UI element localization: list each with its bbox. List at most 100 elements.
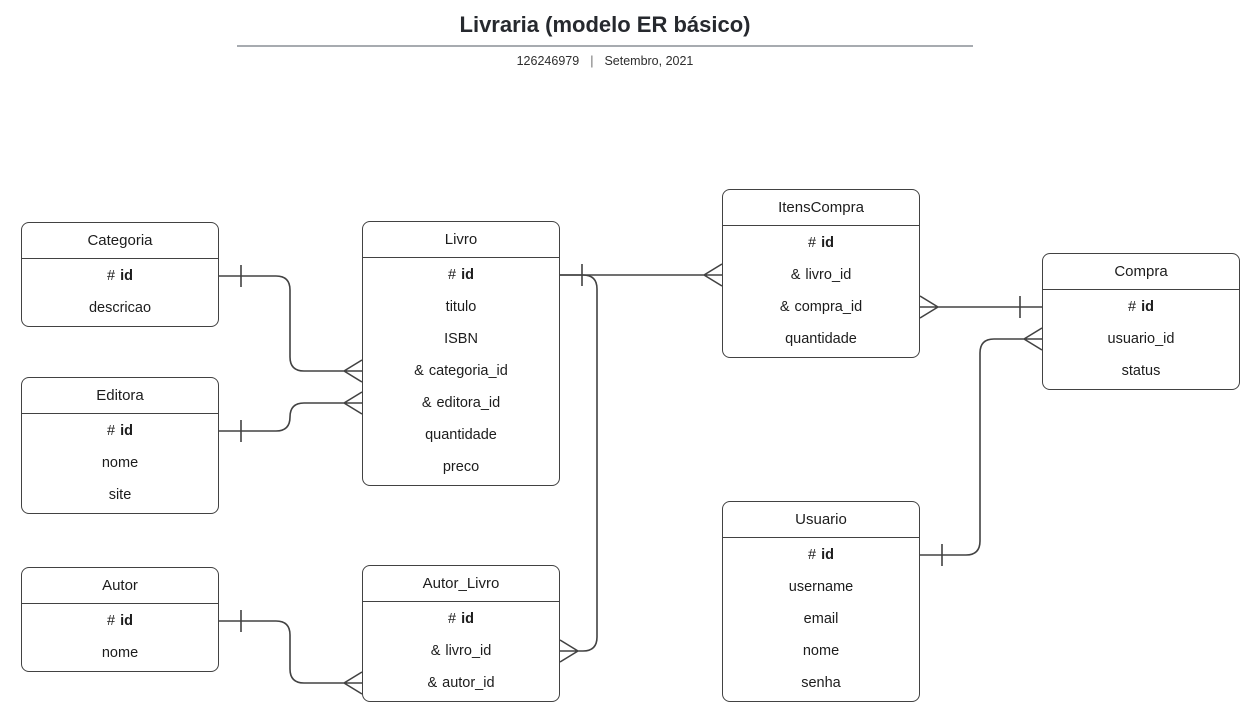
field-name: categoria_id: [428, 363, 508, 379]
relationship-editora-livro: [219, 391, 363, 442]
field-nome: nome: [723, 635, 919, 667]
primary-key-icon: #: [448, 611, 457, 627]
field-senha: senha: [723, 667, 919, 699]
field-name: id: [461, 267, 474, 283]
relationship-itenscompra-compra: [919, 295, 1042, 319]
field-name: id: [120, 423, 133, 439]
foreign-key-icon: &: [421, 395, 432, 411]
field-quantidade: quantidade: [723, 323, 919, 355]
field-livro_id: &livro_id: [723, 259, 919, 291]
primary-key-icon: #: [448, 267, 457, 283]
field-name: ISBN: [444, 331, 478, 347]
primary-key-icon: #: [1128, 299, 1137, 315]
field-name: usuario_id: [1107, 331, 1175, 347]
field-name: livro_id: [805, 267, 852, 283]
foreign-key-icon: &: [790, 267, 801, 283]
subtitle-separator: |: [590, 54, 594, 68]
field-descricao: descricao: [22, 292, 218, 324]
field-quantidade: quantidade: [363, 419, 559, 451]
document-header: Livraria (modelo ER básico) 126246979|Se…: [237, 12, 973, 68]
field-id: #id: [363, 259, 559, 291]
primary-key-icon: #: [808, 235, 817, 251]
field-name: titulo: [445, 299, 477, 315]
field-compra_id: &compra_id: [723, 291, 919, 323]
field-name: compra_id: [794, 299, 863, 315]
field-id: #id: [22, 415, 218, 447]
field-titulo: titulo: [363, 291, 559, 323]
entity-title: Autor_Livro: [363, 566, 559, 602]
entity-fields: #id&livro_id&autor_id: [363, 602, 559, 701]
field-id: #id: [723, 227, 919, 259]
field-livro_id: &livro_id: [363, 635, 559, 667]
field-name: preco: [442, 459, 480, 475]
primary-key-icon: #: [107, 423, 116, 439]
relationship-usuario-compra: [920, 327, 1043, 566]
relationship-livro-autor_livro: [559, 274, 598, 663]
field-id: #id: [363, 603, 559, 635]
field-name: nome: [101, 455, 139, 471]
primary-key-icon: #: [107, 613, 116, 629]
field-name: editora_id: [436, 395, 501, 411]
field-name: id: [1141, 299, 1154, 315]
field-username: username: [723, 571, 919, 603]
field-name: username: [788, 579, 854, 595]
field-name: id: [461, 611, 474, 627]
page-title: Livraria (modelo ER básico): [459, 12, 751, 37]
field-name: id: [821, 547, 834, 563]
field-categoria_id: &categoria_id: [363, 355, 559, 387]
primary-key-icon: #: [808, 547, 817, 563]
field-editora_id: &editora_id: [363, 387, 559, 419]
field-name: id: [120, 613, 133, 629]
entity-autor_livro[interactable]: Autor_Livro#id&livro_id&autor_id: [362, 565, 560, 702]
field-name: quantidade: [785, 331, 857, 347]
document-date: Setembro, 2021: [604, 54, 694, 68]
field-email: email: [723, 603, 919, 635]
entity-title: Editora: [22, 378, 218, 414]
entity-title: Usuario: [723, 502, 919, 538]
field-usuario_id: usuario_id: [1043, 323, 1239, 355]
entity-title: Autor: [22, 568, 218, 604]
field-autor_id: &autor_id: [363, 667, 559, 699]
primary-key-icon: #: [107, 268, 116, 284]
entity-usuario[interactable]: Usuario #id username email nome senha: [722, 501, 920, 702]
field-preco: preco: [363, 451, 559, 483]
foreign-key-icon: &: [414, 363, 424, 379]
entity-title: Categoria: [22, 223, 218, 259]
entity-title: Livro: [363, 222, 559, 258]
field-nome: nome: [22, 637, 218, 669]
field-name: site: [108, 487, 132, 503]
entity-fields: #id username email nome senha: [723, 538, 919, 701]
field-name: quantidade: [425, 427, 497, 443]
field-name: id: [821, 235, 834, 251]
field-name: autor_id: [442, 675, 495, 691]
entity-fields: #id descricao: [22, 259, 218, 326]
field-name: livro_id: [445, 643, 492, 659]
entity-title: ItensCompra: [723, 190, 919, 226]
field-name: descricao: [88, 300, 152, 316]
field-ISBN: ISBN: [363, 323, 559, 355]
relationship-categoria-livro: [219, 265, 363, 383]
foreign-key-icon: &: [779, 299, 790, 315]
foreign-key-icon: &: [430, 643, 441, 659]
field-nome: nome: [22, 447, 218, 479]
field-id: #id: [22, 605, 218, 637]
field-id: #id: [22, 260, 218, 292]
field-name: senha: [801, 675, 841, 691]
field-site: site: [22, 479, 218, 511]
field-name: id: [120, 268, 133, 284]
field-name: email: [803, 611, 839, 627]
relationship-autor-autor_livro: [219, 610, 363, 695]
field-status: status: [1043, 355, 1239, 387]
